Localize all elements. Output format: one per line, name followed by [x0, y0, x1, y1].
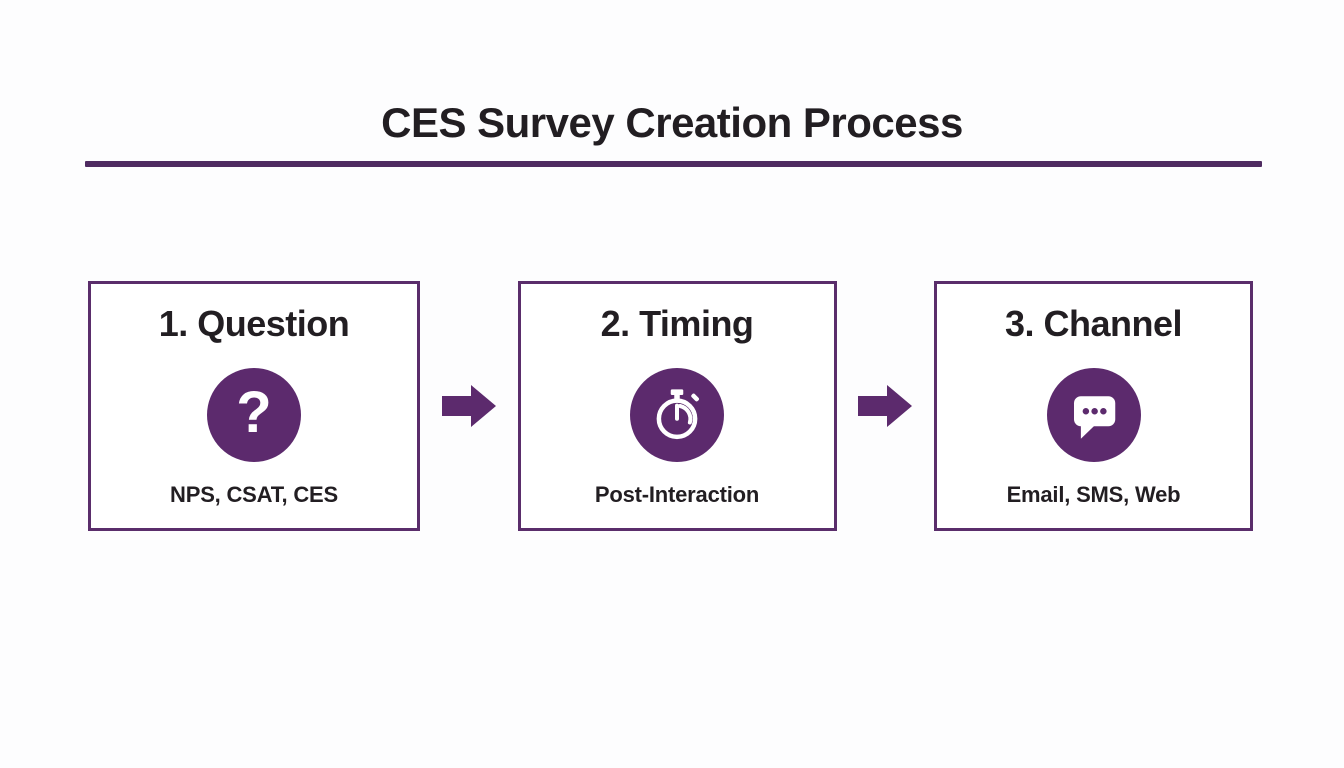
step-subtitle: NPS, CSAT, CES: [170, 482, 338, 507]
stopwatch-icon: [630, 368, 724, 462]
step-subtitle: Email, SMS, Web: [1006, 482, 1181, 507]
question-mark-icon: ?: [207, 368, 301, 462]
step-heading: 2. Timing: [600, 303, 754, 344]
step-box-channel: 3. Channel Email, SMS, Web: [934, 281, 1253, 531]
step-box-timing: 2. Timing Post-Interaction: [517, 281, 837, 531]
stopwatch-glyph: [656, 389, 699, 440]
question-mark-glyph: ?: [236, 380, 272, 445]
connector-2: [837, 281, 935, 531]
step-heading: 1. Question: [158, 303, 350, 344]
right-arrow-icon: [858, 385, 913, 427]
connector-1: [420, 281, 518, 531]
title-divider: [85, 161, 1262, 167]
process-flow: 1. Question ? NPS, CSAT, CES 2. Timing: [88, 281, 1253, 531]
step-heading: 3. Channel: [1004, 303, 1183, 344]
right-arrow-icon: [441, 385, 496, 427]
chat-bubble-glyph: [1073, 396, 1115, 439]
page-title: CES Survey Creation Process: [381, 99, 963, 146]
chat-bubble-icon: [1046, 368, 1141, 462]
step-box-question: 1. Question ? NPS, CSAT, CES: [88, 281, 420, 531]
step-subtitle: Post-Interaction: [594, 482, 760, 507]
